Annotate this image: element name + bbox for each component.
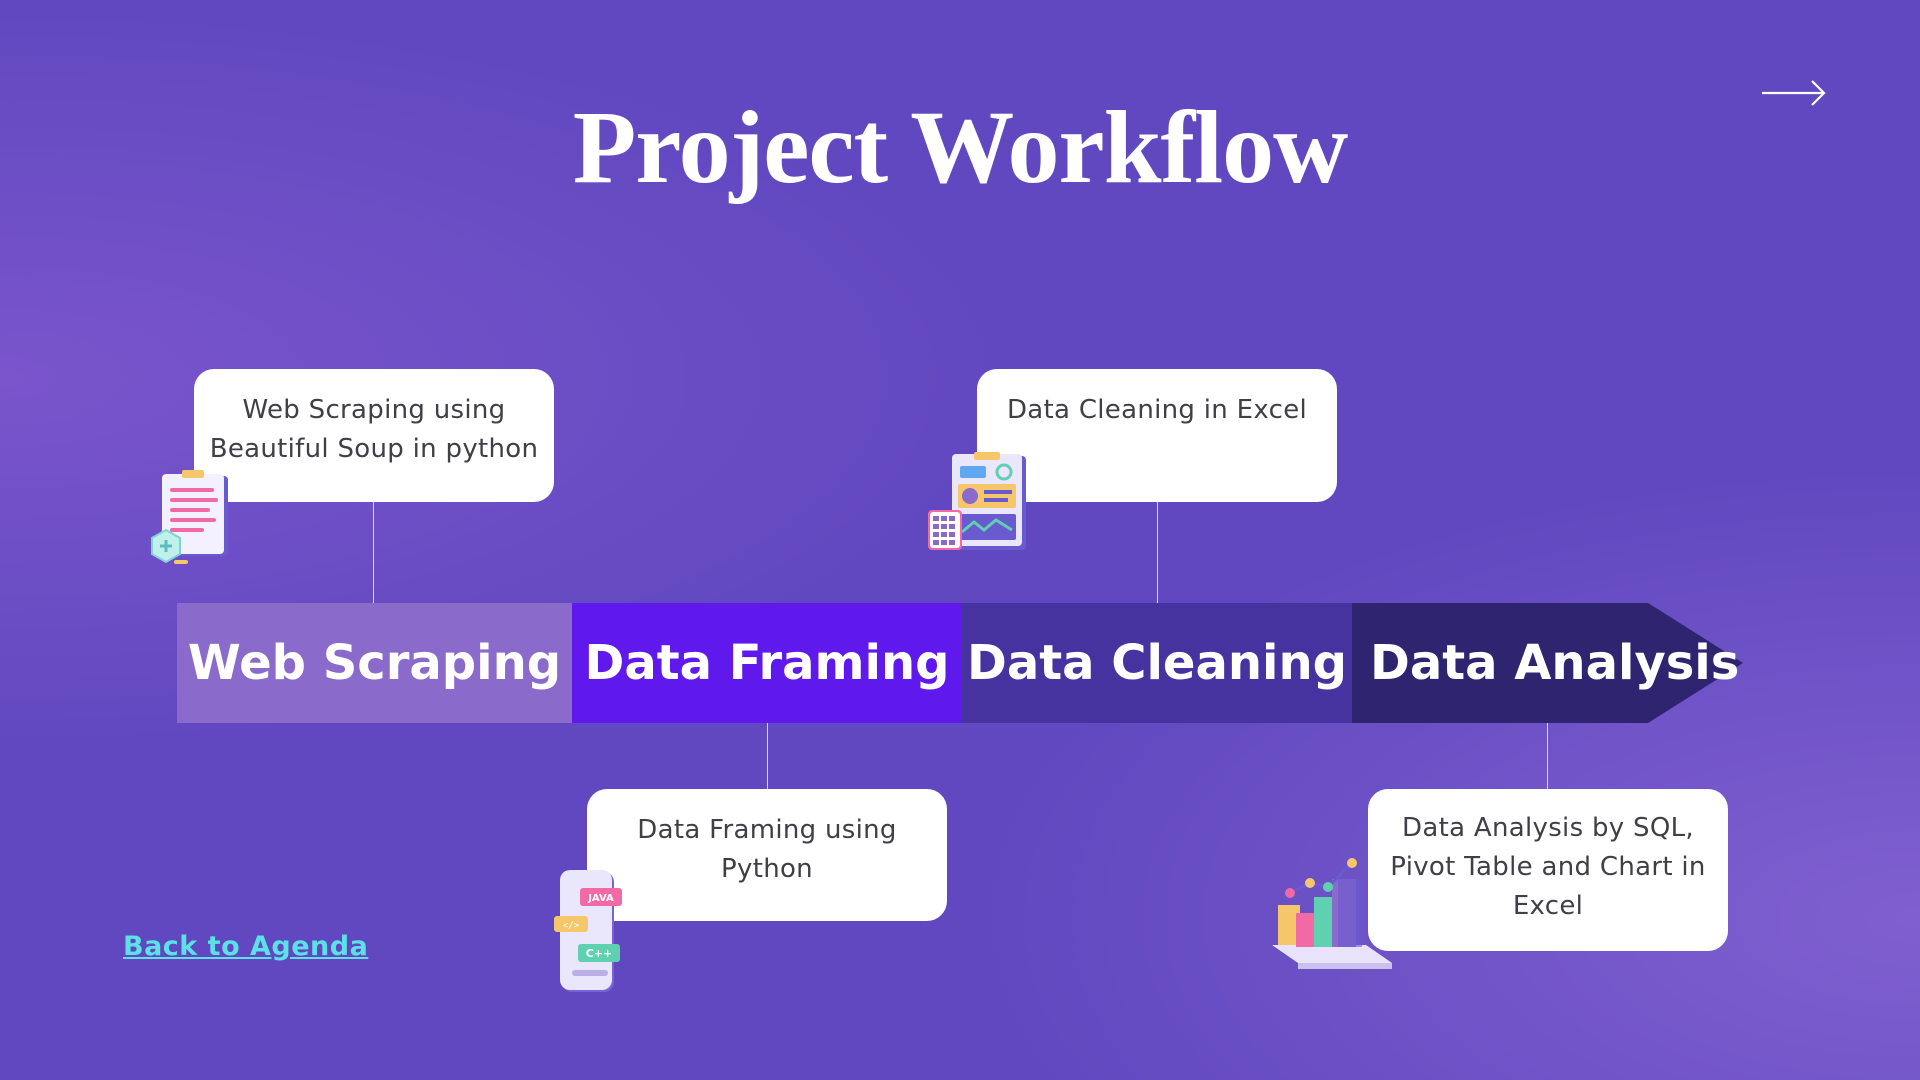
- card-line: Python: [721, 854, 813, 884]
- card-data-framing: Data Framing using Python: [587, 789, 947, 921]
- card-web-scraping: Web Scraping using Beautiful Soup in pyt…: [194, 369, 554, 502]
- connector-data-cleaning: [1157, 502, 1158, 603]
- workflow-timeline: Web Scraping Data Framing Data Cleaning …: [177, 603, 1743, 723]
- card-line: Data Framing using: [637, 815, 897, 845]
- back-to-agenda-link[interactable]: Back to Agenda: [123, 931, 369, 962]
- java-tag: JAVA: [587, 893, 614, 904]
- page-title: Project Workflow: [572, 90, 1348, 205]
- connector-data-analysis: [1547, 723, 1548, 789]
- card-data-analysis: Data Analysis by SQL, Pivot Table and Ch…: [1368, 789, 1728, 951]
- card-line: Web Scraping using: [242, 395, 506, 425]
- code-tag: </>: [563, 921, 580, 931]
- card-line: Data Cleaning in Excel: [1006, 395, 1308, 425]
- dashboard-calculator-icon: [928, 452, 1026, 550]
- phone-code-icon: JAVA </> C++: [554, 870, 622, 992]
- stage-data-analysis: Data Analysis: [1370, 635, 1740, 691]
- timeline-arrow-head: [1352, 603, 1743, 723]
- card-data-cleaning: Data Cleaning in Excel: [977, 369, 1337, 502]
- clipboard-document-icon: [151, 470, 228, 564]
- connector-web-scraping: [373, 502, 374, 603]
- cpp-tag: C++: [586, 947, 613, 960]
- connector-data-framing: [767, 723, 768, 789]
- stage-data-framing: Data Framing: [572, 603, 962, 723]
- bar-chart-3d-icon: [1272, 858, 1392, 969]
- arrow-right-icon[interactable]: [1760, 78, 1828, 108]
- card-line: Excel: [1512, 891, 1584, 921]
- stage-web-scraping: Web Scraping: [177, 603, 572, 723]
- card-line: Beautiful Soup in python: [209, 434, 539, 464]
- stage-data-cleaning: Data Cleaning: [962, 603, 1352, 723]
- card-line: Data Analysis by SQL,: [1402, 813, 1694, 843]
- card-line: Pivot Table and Chart in: [1390, 852, 1706, 882]
